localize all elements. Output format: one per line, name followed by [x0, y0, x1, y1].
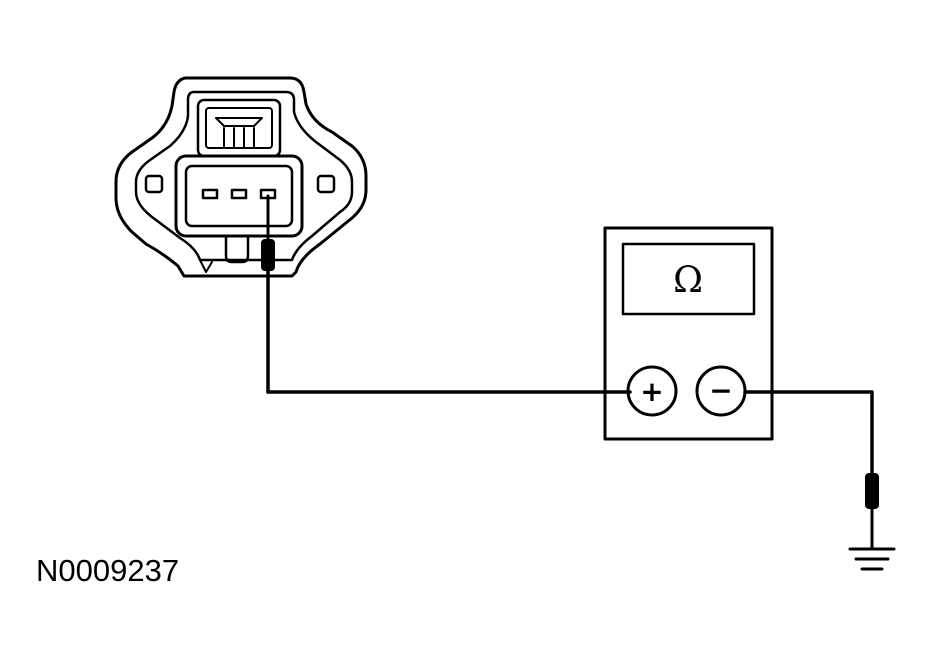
- negative-terminal-symbol: −: [709, 374, 732, 407]
- ohmmeter-icon: [603, 226, 774, 441]
- connector-icon: [114, 76, 368, 278]
- figure-reference-code: N0009237: [36, 553, 180, 588]
- ground-symbol-icon: [848, 547, 896, 571]
- negative-lead-wire: [743, 390, 879, 550]
- positive-terminal-symbol: +: [640, 375, 663, 408]
- test-probe-positive: [261, 194, 275, 394]
- ohm-symbol: Ω: [673, 260, 703, 301]
